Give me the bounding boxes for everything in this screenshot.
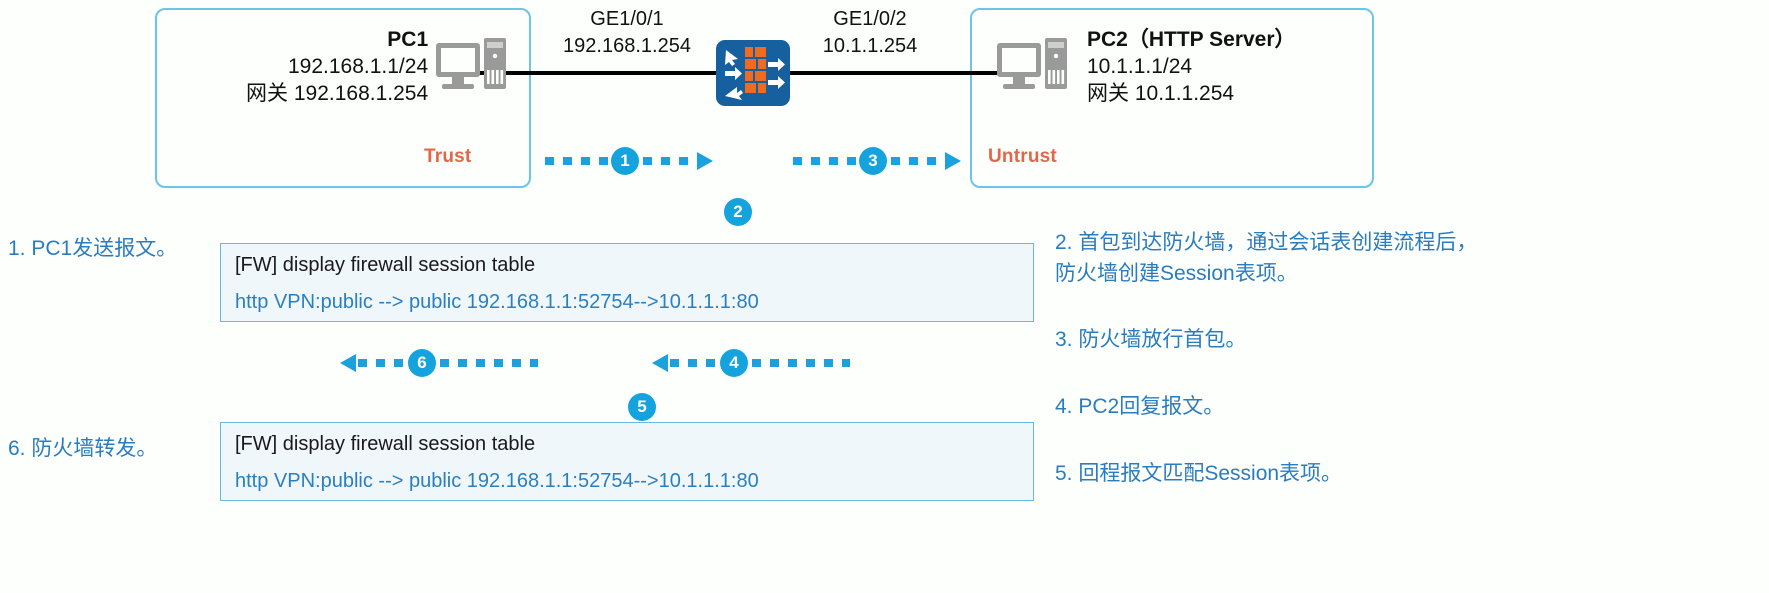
host-pc1-gateway: 网关 192.168.1.254 (246, 82, 429, 105)
firewall-icon (716, 40, 790, 106)
flow-dots (891, 157, 945, 165)
step-label-1: 1. PC1发送报文。 (8, 237, 178, 260)
host-pc2-name: PC2（HTTP Server） (1087, 28, 1296, 51)
host-pc2-ip: 10.1.1.1/24 (1087, 55, 1193, 78)
link-pc1-firewall (478, 71, 718, 75)
step-label-6: 6. 防火墙转发。 (8, 437, 158, 460)
flow-arrow-1: 1 (545, 147, 715, 175)
step-label-4: 4. PC2回复报文。 (1055, 395, 1225, 418)
interface-ip-ge1-0-1: 192.168.1.254 (563, 35, 691, 57)
host-pc1: PC1 192.168.1.1/24 网关 192.168.1.254 (246, 26, 512, 107)
flow-badge-3: 3 (859, 147, 887, 175)
session-table-box-1: [FW] display firewall session table http… (220, 243, 1034, 322)
flow-dots (670, 359, 718, 367)
flow-badge-4: 4 (720, 349, 748, 377)
zone-box-untrust (970, 8, 1374, 188)
session-badge-5: 5 (628, 393, 656, 421)
session-badge-2: 2 (724, 198, 752, 226)
flow-dots (545, 157, 609, 165)
session-row-1: http VPN:public --> public 192.168.1.1:5… (235, 291, 759, 313)
flow-badge-1: 1 (611, 147, 639, 175)
session-command-1: [FW] display firewall session table (235, 254, 536, 276)
flow-badge-6: 6 (408, 349, 436, 377)
flow-dots (752, 359, 850, 367)
session-table-box-2: [FW] display firewall session table http… (220, 422, 1034, 501)
flow-dots (643, 157, 697, 165)
arrowhead-right-icon (697, 152, 713, 170)
arrowhead-left-icon (652, 354, 668, 372)
flow-arrow-6: 6 (340, 349, 590, 377)
host-pc1-name: PC1 (387, 28, 429, 51)
link-firewall-pc2 (789, 71, 1033, 75)
interface-ip-ge1-0-2: 10.1.1.254 (822, 35, 918, 57)
interface-label-ge1-0-1: GE1/0/1 192.168.1.254 (547, 6, 707, 60)
host-pc1-text: PC1 192.168.1.1/24 网关 192.168.1.254 (246, 26, 428, 107)
step-label-2-line2: 防火墙创建Session表项。 (1055, 262, 1298, 285)
host-pc2-gateway: 网关 10.1.1.254 (1087, 82, 1235, 105)
arrowhead-left-icon (340, 354, 356, 372)
flow-arrow-3: 3 (793, 147, 963, 175)
zone-label-untrust: Untrust (988, 146, 1057, 167)
session-row-2: http VPN:public --> public 192.168.1.1:5… (235, 470, 759, 492)
arrowhead-right-icon (945, 152, 961, 170)
interface-name-ge1-0-1: GE1/0/1 (590, 8, 664, 30)
step-label-2-line1: 2. 首包到达防火墙，通过会话表创建流程后， (1055, 231, 1478, 254)
desktop-pc-icon (997, 37, 1067, 89)
flow-arrow-4: 4 (652, 349, 902, 377)
flow-dots (793, 157, 857, 165)
host-pc2-text: PC2（HTTP Server） 10.1.1.1/24 网关 10.1.1.2… (1087, 26, 1296, 107)
interface-label-ge1-0-2: GE1/0/2 10.1.1.254 (795, 6, 945, 60)
interface-name-ge1-0-2: GE1/0/2 (833, 8, 907, 30)
zone-box-trust (155, 8, 531, 188)
step-label-2: 2. 首包到达防火墙，通过会话表创建流程后， 防火墙创建Session表项。 (1055, 227, 1769, 289)
session-command-2: [FW] display firewall session table (235, 433, 536, 455)
desktop-pc-icon (436, 37, 507, 89)
host-pc1-ip: 192.168.1.1/24 (288, 55, 429, 78)
flow-dots (358, 359, 406, 367)
host-pc2: PC2（HTTP Server） 10.1.1.1/24 网关 10.1.1.2… (995, 26, 1296, 107)
flow-dots (440, 359, 538, 367)
step-label-3: 3. 防火墙放行首包。 (1055, 328, 1247, 351)
step-label-5: 5. 回程报文匹配Session表项。 (1055, 462, 1343, 485)
zone-label-trust: Trust (424, 146, 472, 167)
